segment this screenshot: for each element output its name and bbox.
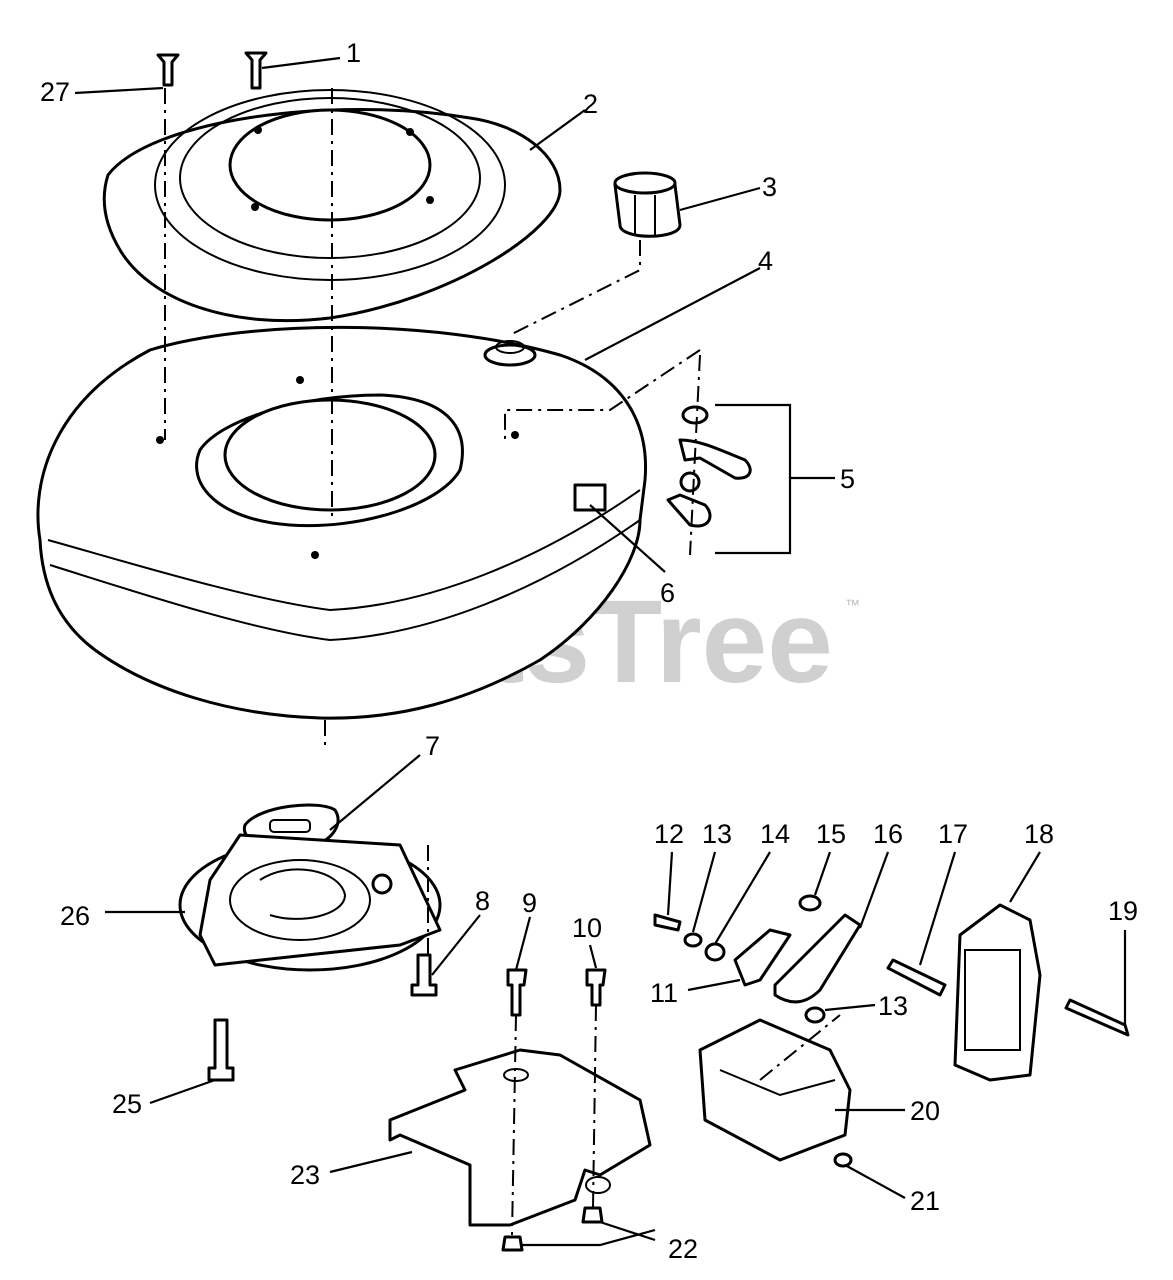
fuel-cap-part-3 bbox=[613, 171, 682, 238]
callout-18: 18 bbox=[1024, 819, 1054, 849]
callout-13b: 13 bbox=[878, 991, 908, 1021]
callout-15: 15 bbox=[816, 819, 846, 849]
pin-part-19 bbox=[1064, 998, 1130, 1037]
spring-part-11 bbox=[733, 928, 792, 987]
bolt-part-25 bbox=[207, 1018, 235, 1082]
leader-lines bbox=[74, 56, 1127, 1247]
callout-27: 27 bbox=[40, 77, 70, 107]
blower-housing-part-4 bbox=[36, 325, 648, 720]
callout-3: 3 bbox=[762, 172, 777, 202]
callout-17: 17 bbox=[938, 819, 968, 849]
callout-19: 19 bbox=[1108, 896, 1138, 926]
nut-part-22 bbox=[501, 1206, 604, 1252]
nut-part-14 bbox=[704, 942, 726, 962]
nut-part-21 bbox=[833, 1152, 853, 1168]
bolt-part-10 bbox=[585, 968, 607, 1007]
callout-21: 21 bbox=[910, 1186, 940, 1216]
bolt-part-9 bbox=[506, 968, 528, 1017]
callout-4: 4 bbox=[758, 246, 773, 276]
callout-8: 8 bbox=[475, 886, 490, 916]
callout-26: 26 bbox=[60, 901, 90, 931]
callout-13: 13 bbox=[702, 819, 732, 849]
shield-bracket-part-23 bbox=[388, 1048, 652, 1227]
starter-assembly-part-26 bbox=[178, 833, 442, 972]
callout-7: 7 bbox=[425, 731, 440, 761]
screw-part-1 bbox=[244, 51, 268, 90]
callout-6: 6 bbox=[660, 578, 675, 608]
callout-10: 10 bbox=[572, 913, 602, 943]
air-filter-part-18 bbox=[953, 903, 1042, 1082]
bolt-part-8 bbox=[410, 953, 438, 997]
callout-23: 23 bbox=[290, 1160, 320, 1190]
callout-16: 16 bbox=[873, 819, 903, 849]
callout-20: 20 bbox=[910, 1096, 940, 1126]
lever-part-16 bbox=[773, 913, 862, 1004]
spring-part-17 bbox=[886, 958, 947, 997]
callout-11: 11 bbox=[650, 978, 678, 1008]
washer-part-13b bbox=[804, 1006, 826, 1024]
callout-22: 22 bbox=[668, 1234, 698, 1264]
callout-9: 9 bbox=[522, 888, 537, 918]
callout-25: 25 bbox=[112, 1089, 142, 1119]
washer-part-15 bbox=[798, 894, 822, 912]
washer-part-13 bbox=[683, 932, 703, 948]
watermark-trademark: ™ bbox=[845, 597, 860, 614]
callout-2: 2 bbox=[583, 89, 598, 119]
screw-part-27 bbox=[156, 53, 180, 87]
linkage-assembly-part-5 bbox=[666, 405, 752, 528]
callout-labels: 1 2 3 4 5 6 7 8 9 10 11 12 13 13 14 15 1… bbox=[40, 38, 1138, 1264]
assembly-lines bbox=[164, 88, 841, 1236]
screw-part-12 bbox=[653, 913, 682, 932]
bracket-part-20 bbox=[698, 1018, 852, 1162]
callout-1: 1 bbox=[346, 38, 361, 68]
callout-14: 14 bbox=[760, 819, 790, 849]
callout-12: 12 bbox=[654, 819, 684, 849]
callout-5: 5 bbox=[840, 464, 855, 494]
